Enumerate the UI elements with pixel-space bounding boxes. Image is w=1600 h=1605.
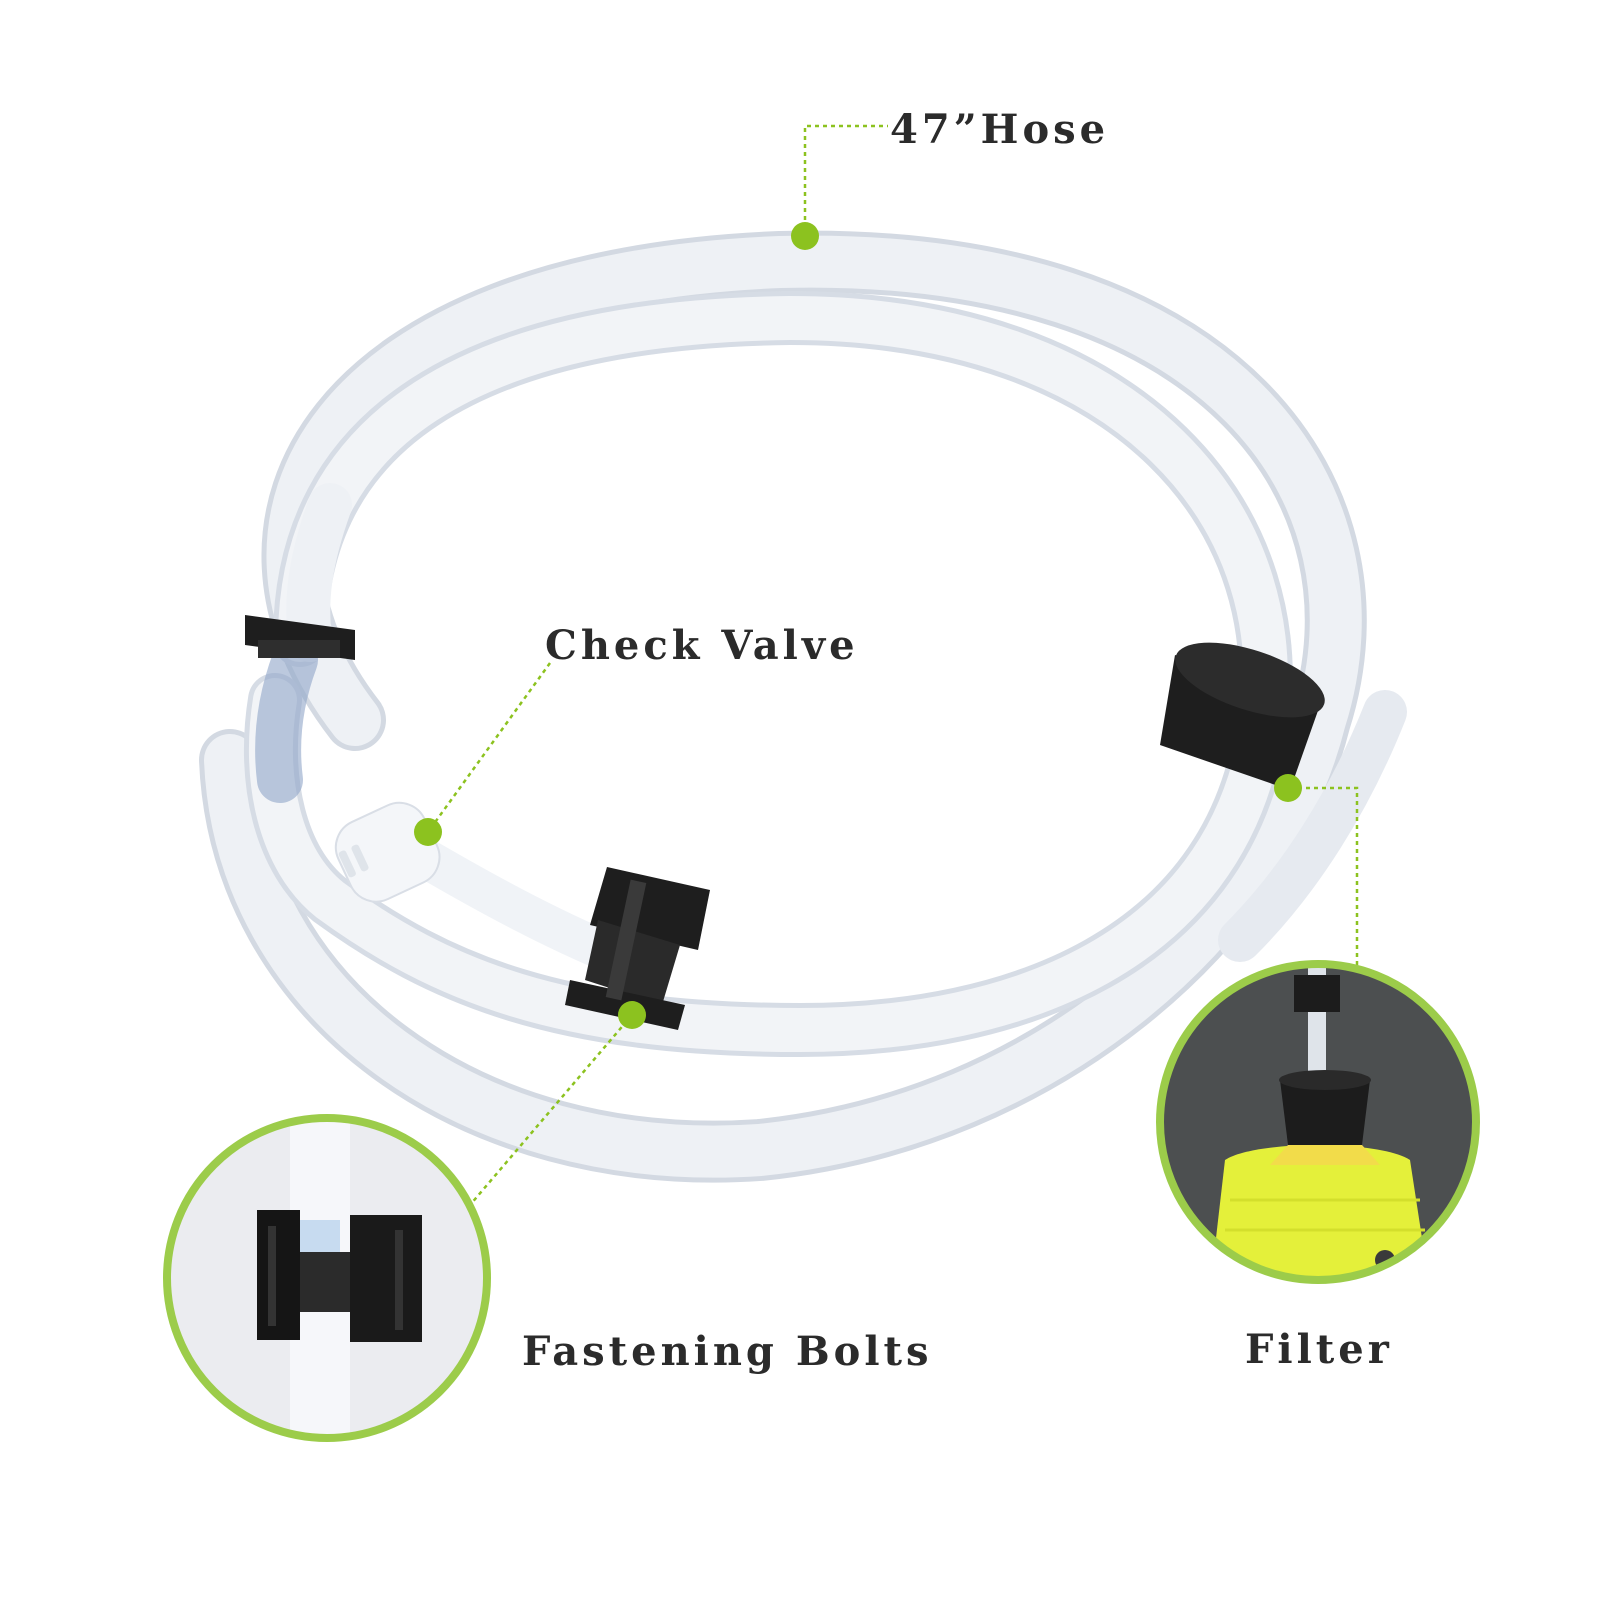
callout-dots xyxy=(414,222,1302,1029)
hose-short-left xyxy=(286,483,352,662)
inset-filter xyxy=(1156,960,1480,1284)
hose-outer-loop xyxy=(204,235,1362,1178)
fastening-bolt-clip xyxy=(565,867,710,1030)
hose-inner-loop xyxy=(248,295,1288,1053)
leader-line-hose xyxy=(803,124,888,236)
leader-line-filter xyxy=(1290,786,1359,965)
leader-line-fastening xyxy=(469,1014,633,1206)
leader-line-check-valve xyxy=(426,662,552,833)
callout-dot-check-valve xyxy=(414,818,442,846)
inset-fastening-bolts xyxy=(163,1114,491,1442)
callout-dot-fastening xyxy=(618,1001,646,1029)
label-fastening-bolts: Fastening Bolts xyxy=(522,1328,933,1375)
filter-cap xyxy=(1160,642,1325,790)
label-filter: Filter xyxy=(1245,1326,1393,1373)
callout-dot-hose xyxy=(791,222,819,250)
hose-translucent-section xyxy=(255,637,318,803)
hose-end-right xyxy=(1218,690,1407,962)
hose-coil xyxy=(199,230,1407,1183)
label-check-valve: Check Valve xyxy=(545,622,859,669)
left-fitting xyxy=(245,615,355,660)
callout-dot-filter xyxy=(1274,774,1302,802)
label-47-inch-hose: 47”Hose xyxy=(890,106,1110,153)
leader-lines xyxy=(426,124,1359,1206)
